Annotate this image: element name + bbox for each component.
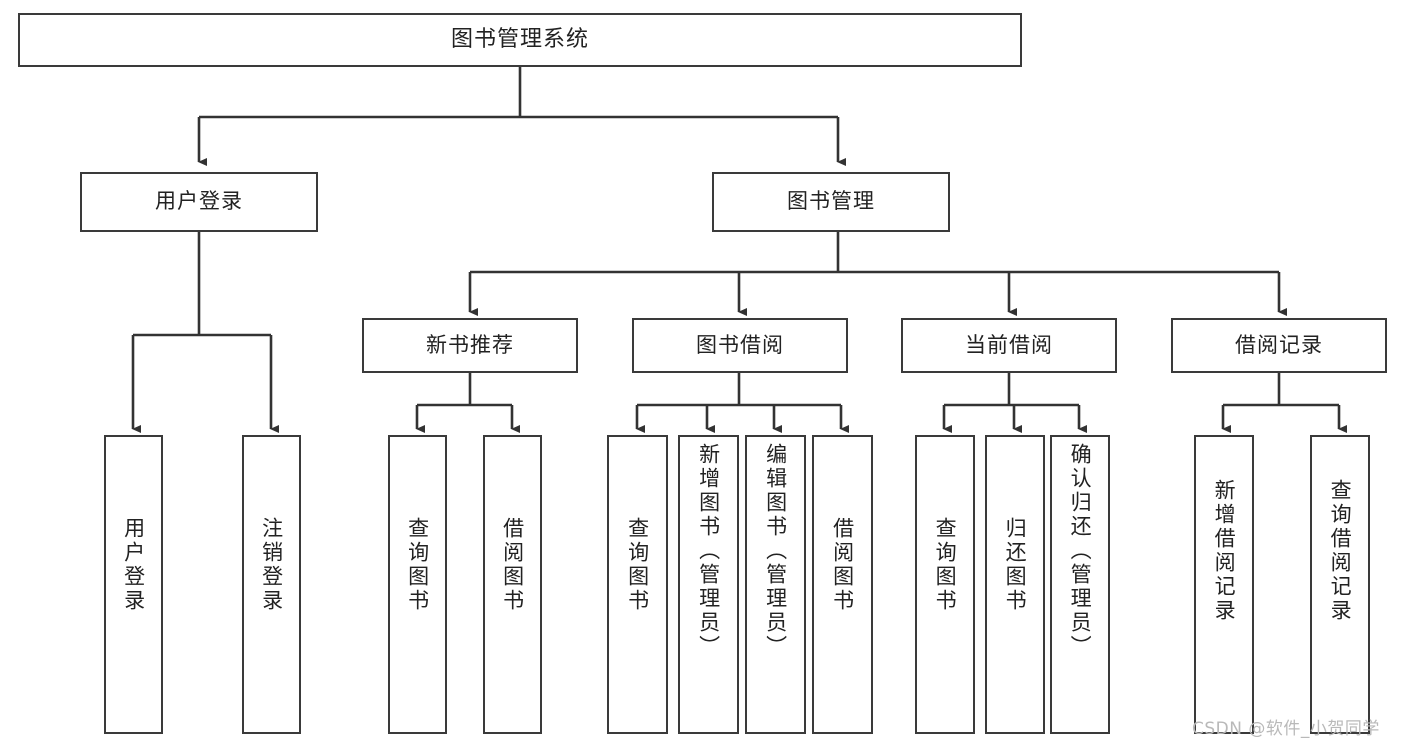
node-leaf-query-book-1[interactable]: 查询图书 xyxy=(388,435,447,734)
node-label: 新增借阅记录 xyxy=(1212,479,1237,623)
node-borrow-record[interactable]: 借阅记录 xyxy=(1171,318,1387,373)
node-label: 新增图书（管理员） xyxy=(696,443,721,659)
node-label: 查询借阅记录 xyxy=(1328,479,1353,623)
node-root-system[interactable]: 图书管理系统 xyxy=(18,13,1022,67)
node-leaf-return-book[interactable]: 归还图书 xyxy=(985,435,1045,734)
node-label: 用户登录 xyxy=(121,517,146,613)
node-book-borrow[interactable]: 图书借阅 xyxy=(632,318,848,373)
node-book-management[interactable]: 图书管理 xyxy=(712,172,950,232)
node-label: 注销登录 xyxy=(259,517,284,613)
node-label: 查询图书 xyxy=(625,517,650,613)
node-leaf-confirm-return[interactable]: 确认归还（管理员） xyxy=(1050,435,1110,734)
node-label: 确认归还（管理员） xyxy=(1068,443,1093,659)
node-label: 归还图书 xyxy=(1003,517,1028,613)
node-current-borrow[interactable]: 当前借阅 xyxy=(901,318,1117,373)
node-leaf-borrow-book-2[interactable]: 借阅图书 xyxy=(812,435,873,734)
watermark-text: CSDN @软件_小贺同学 xyxy=(1192,719,1380,739)
node-label: 编辑图书（管理员） xyxy=(763,443,788,659)
node-leaf-add-record[interactable]: 新增借阅记录 xyxy=(1194,435,1254,734)
node-leaf-query-book-3[interactable]: 查询图书 xyxy=(915,435,975,734)
node-leaf-query-record[interactable]: 查询借阅记录 xyxy=(1310,435,1370,734)
node-leaf-user-login[interactable]: 用户登录 xyxy=(104,435,163,734)
node-leaf-edit-book[interactable]: 编辑图书（管理员） xyxy=(745,435,806,734)
node-user-login[interactable]: 用户登录 xyxy=(80,172,318,232)
node-leaf-borrow-book-1[interactable]: 借阅图书 xyxy=(483,435,542,734)
node-label: 查询图书 xyxy=(405,517,430,613)
node-label: 查询图书 xyxy=(933,517,958,613)
node-label: 借阅图书 xyxy=(830,517,855,613)
node-new-book-recommend[interactable]: 新书推荐 xyxy=(362,318,578,373)
node-leaf-query-book-2[interactable]: 查询图书 xyxy=(607,435,668,734)
node-leaf-logout[interactable]: 注销登录 xyxy=(242,435,301,734)
node-label: 借阅图书 xyxy=(500,517,525,613)
node-leaf-add-book[interactable]: 新增图书（管理员） xyxy=(678,435,739,734)
